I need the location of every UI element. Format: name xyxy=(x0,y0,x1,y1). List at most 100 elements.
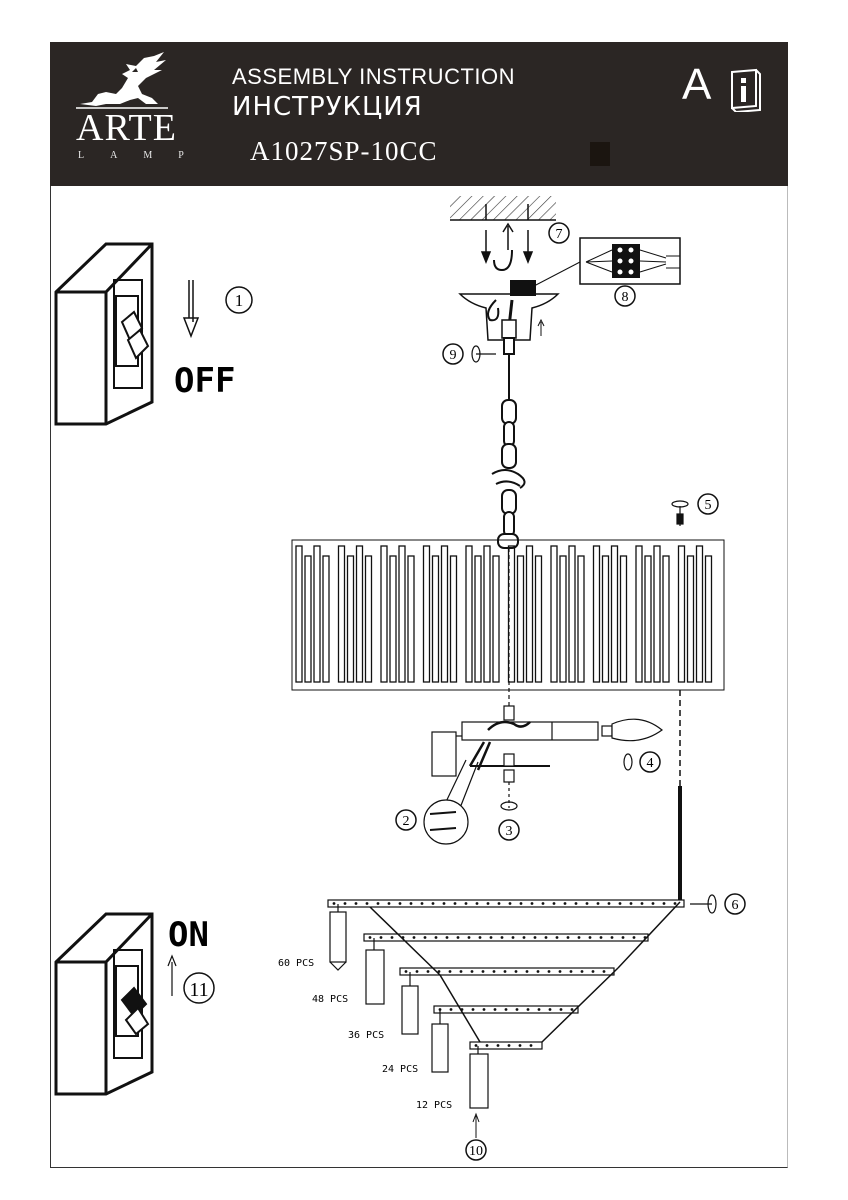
drum-crystal-bar xyxy=(577,555,585,683)
lamp-holder-assembly-icon xyxy=(431,705,599,808)
rail-hole xyxy=(533,936,537,939)
drum-crystal-bar xyxy=(516,555,525,683)
svg-text:4: 4 xyxy=(647,756,654,771)
candle-bulb-icon xyxy=(601,718,663,742)
rail-hole xyxy=(558,970,562,973)
title-russian: ИНСТРУКЦИЯ xyxy=(232,92,423,122)
svg-text:5: 5 xyxy=(705,498,712,513)
drum-crystal-bar xyxy=(440,545,449,683)
rail-hole xyxy=(651,902,655,905)
rail-hole xyxy=(426,970,430,973)
rail-hole xyxy=(415,970,419,973)
rail-hole xyxy=(673,902,677,905)
drum-crystal-bar xyxy=(525,545,534,683)
rail-hole xyxy=(640,902,644,905)
rail-hole xyxy=(574,902,578,905)
arrow-down-icon xyxy=(182,280,200,339)
svg-text:48 PCS: 48 PCS xyxy=(312,994,348,1005)
rotate-icon xyxy=(471,345,496,363)
svg-text:6: 6 xyxy=(732,898,739,913)
rail-hole xyxy=(511,936,515,939)
crystal-pendants-icon xyxy=(329,904,489,1109)
rail-hole xyxy=(500,936,504,939)
rail-hole xyxy=(541,902,545,905)
rail-hole xyxy=(404,970,408,973)
rail-hole xyxy=(585,902,589,905)
language-badge: A xyxy=(682,60,712,109)
rail-hole xyxy=(401,936,405,939)
drum-crystal-bar xyxy=(304,555,312,683)
drum-crystal-bar xyxy=(677,545,686,683)
rail-hole xyxy=(503,970,507,973)
step-badge-7: 7 xyxy=(548,222,570,244)
rail-hole xyxy=(544,936,548,939)
drum-crystal-bar xyxy=(492,555,500,683)
drum-crystal-bar xyxy=(534,555,543,683)
header-banner: ARTE LAMP ASSEMBLY INSTRUCTION ИНСТРУКЦИ… xyxy=(50,42,788,186)
drum-crystal-bar xyxy=(431,555,440,683)
rail-hole xyxy=(526,1008,530,1011)
rail-hole xyxy=(507,1044,511,1047)
step-badge-3: 3 xyxy=(498,801,520,841)
rail-hole xyxy=(445,936,449,939)
rail-hole xyxy=(431,902,435,905)
rail-hole xyxy=(555,936,559,939)
rail-hole xyxy=(504,1008,508,1011)
rail-hole xyxy=(489,936,493,939)
rail-hole xyxy=(423,936,427,939)
drum-crystal-bar xyxy=(568,545,576,683)
drum-crystal-bar xyxy=(422,545,431,683)
rail-hole xyxy=(566,936,570,939)
rail-hole xyxy=(379,936,383,939)
rail-hole xyxy=(537,1008,541,1011)
rail-hole xyxy=(471,1008,475,1011)
svg-text:10: 10 xyxy=(469,1144,483,1159)
rail-hole xyxy=(332,902,336,905)
rail-hole xyxy=(368,936,372,939)
rail-hole xyxy=(618,902,622,905)
rail-hole xyxy=(485,1044,489,1047)
wall-switch-off-icon xyxy=(54,242,154,426)
drum-crystal-bar xyxy=(474,555,482,683)
rail-hole xyxy=(365,902,369,905)
rail-hole xyxy=(570,1008,574,1011)
rail-hole xyxy=(643,936,647,939)
terminal-block-callout-icon xyxy=(533,237,681,287)
step-badge-10: 10 xyxy=(465,1112,487,1161)
wall-switch-on-icon xyxy=(54,912,154,1096)
rail-hole xyxy=(449,1008,453,1011)
svg-text:2: 2 xyxy=(403,814,410,829)
rail-hole xyxy=(376,902,380,905)
step-badge-9: 9 xyxy=(442,343,464,365)
drum-crystal-bar xyxy=(695,545,704,683)
rail-hole xyxy=(515,1008,519,1011)
rail-hole xyxy=(343,902,347,905)
rail-hole xyxy=(390,936,394,939)
rail-hole xyxy=(497,902,501,905)
svg-text:24 PCS: 24 PCS xyxy=(382,1064,418,1075)
drum-crystal-bar xyxy=(346,555,355,683)
rail-hole xyxy=(529,1044,533,1047)
rail-hole xyxy=(492,970,496,973)
drum-crystal-bar xyxy=(610,545,619,683)
rail-hole xyxy=(398,902,402,905)
rail-hole xyxy=(474,1044,478,1047)
rail-hole xyxy=(460,1008,464,1011)
drum-crystal-bar xyxy=(407,555,415,683)
title-english: ASSEMBLY INSTRUCTION xyxy=(232,64,516,89)
drum-crystal-bar xyxy=(389,555,397,683)
rail-hole xyxy=(448,970,452,973)
screw-icon xyxy=(671,500,689,526)
rail-hole xyxy=(547,970,551,973)
rail-hole xyxy=(486,902,490,905)
svg-text:60 PCS: 60 PCS xyxy=(278,958,314,969)
rail-hole xyxy=(525,970,529,973)
drum-crystal-bar xyxy=(635,545,643,683)
instruction-sheet xyxy=(50,42,788,1168)
rail-hole xyxy=(387,902,391,905)
rail-hole xyxy=(438,1008,442,1011)
rail-hole xyxy=(420,902,424,905)
rail-hole xyxy=(354,902,358,905)
drum-crystal-bar xyxy=(313,545,321,683)
